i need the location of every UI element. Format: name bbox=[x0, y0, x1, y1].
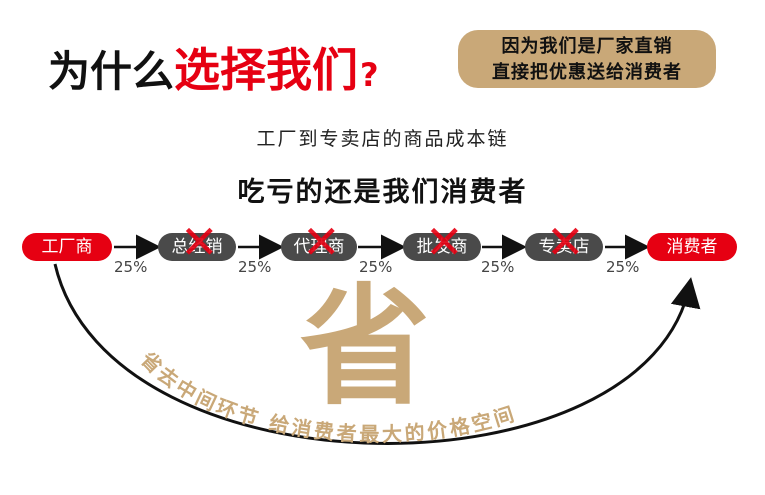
savings-arc bbox=[53, 263, 701, 445]
pct-label: 25% bbox=[114, 258, 148, 276]
node-agent: 代理商 bbox=[281, 233, 357, 261]
node-factory: 工厂商 bbox=[22, 233, 112, 261]
node-wholesale: 批发商 bbox=[403, 233, 481, 261]
node-store: 专卖店 bbox=[525, 233, 603, 261]
pct-label: 25% bbox=[481, 258, 515, 276]
node-distributor: 总经销 bbox=[158, 233, 236, 261]
cross-icon: ✕ bbox=[546, 215, 585, 269]
reason-line-1: 因为我们是厂家直销 bbox=[501, 36, 673, 57]
pct-label: 25% bbox=[606, 258, 640, 276]
headline-choose-us: 选择我们 bbox=[174, 43, 359, 97]
cross-icon: ✕ bbox=[302, 215, 341, 269]
main-title: 吃亏的还是我们消费者 bbox=[237, 177, 528, 208]
cross-icon: ✕ bbox=[180, 215, 219, 269]
save-character: 省 bbox=[300, 271, 431, 423]
subtitle: 工厂到专卖店的商品成本链 bbox=[256, 128, 509, 150]
pct-label: 25% bbox=[238, 258, 272, 276]
headline: 为什么选择我们? bbox=[48, 34, 379, 100]
node-consumer: 消费者 bbox=[647, 233, 737, 261]
cross-icon: ✕ bbox=[425, 215, 464, 269]
headline-question-mark: ? bbox=[360, 56, 379, 94]
reason-line-2: 直接把优惠送给消费者 bbox=[492, 62, 682, 83]
reason-pill: 因为我们是厂家直销 直接把优惠送给消费者 bbox=[458, 30, 716, 88]
headline-why: 为什么 bbox=[48, 47, 175, 96]
pct-label: 25% bbox=[359, 258, 393, 276]
